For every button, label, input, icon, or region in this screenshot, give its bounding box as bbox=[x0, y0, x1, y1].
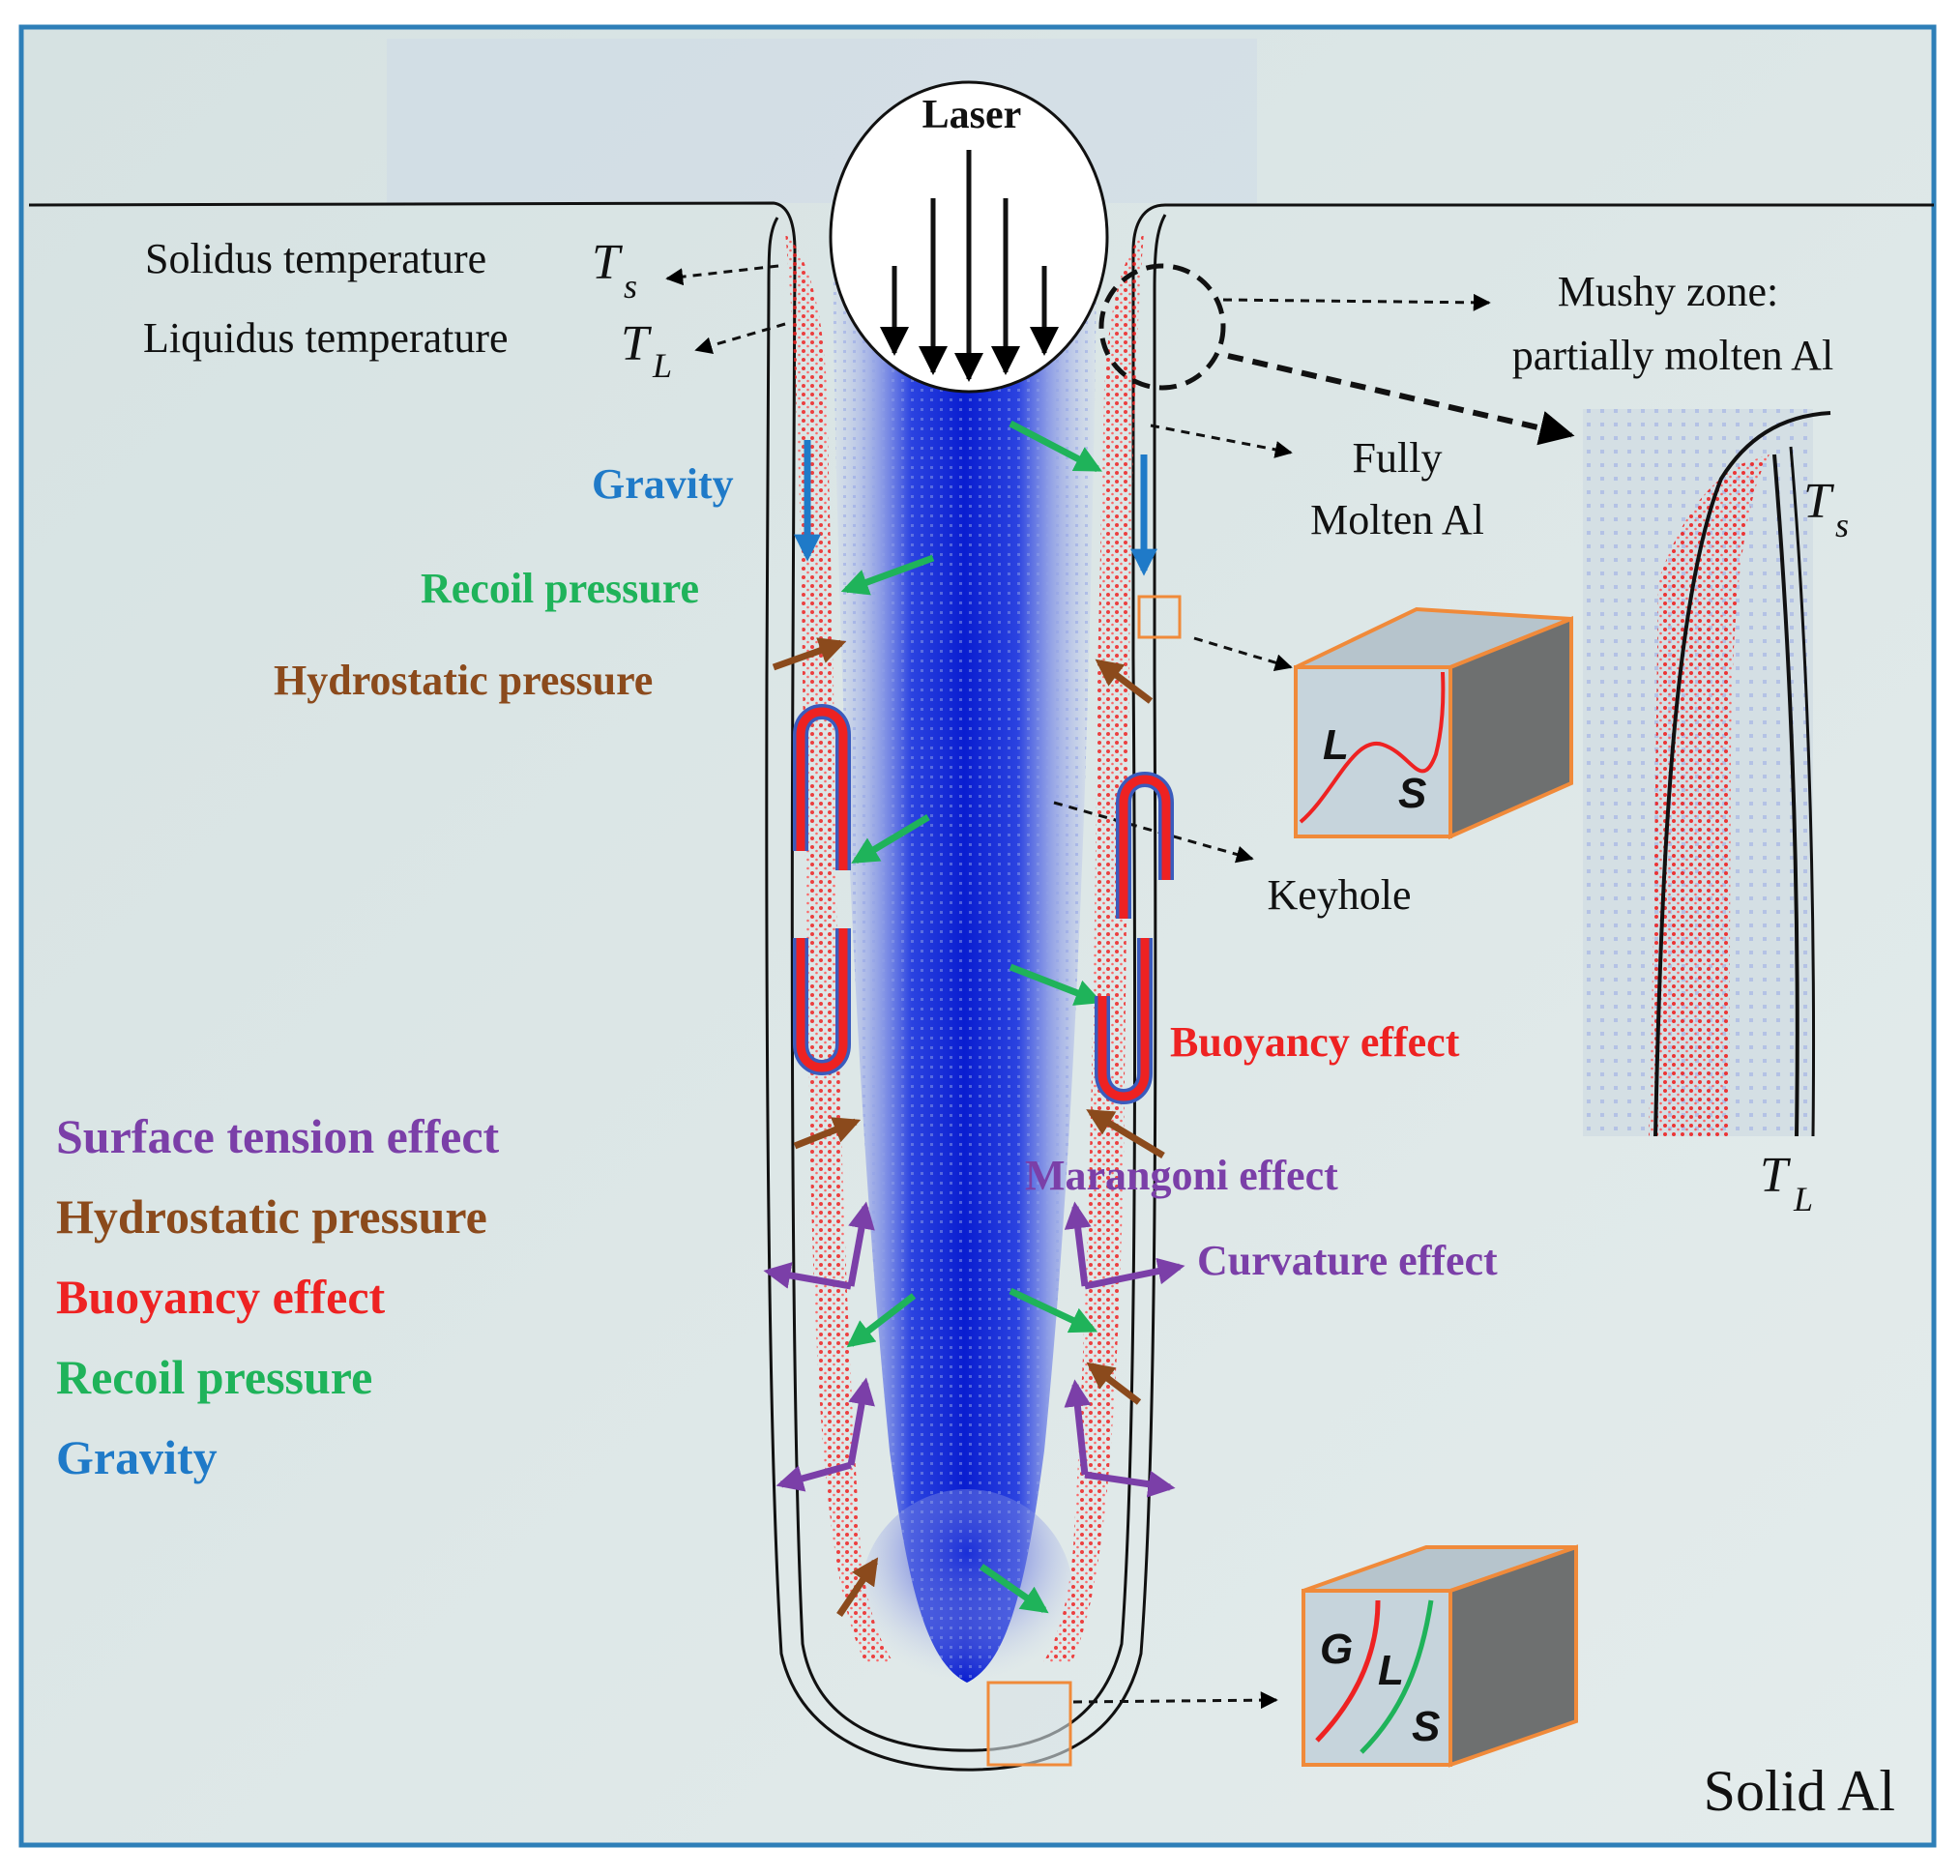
inset-zoom-arrow bbox=[1227, 353, 1575, 446]
legend-item: Recoil pressure bbox=[56, 1350, 372, 1404]
inset-tl-symbol: T bbox=[1760, 1148, 1791, 1203]
solid-al-label: Solid Al bbox=[1704, 1759, 1895, 1823]
laser-label: Laser bbox=[922, 93, 1022, 137]
fully-molten-line2: Molten Al bbox=[1310, 496, 1484, 543]
legend-item: Buoyancy effect bbox=[56, 1270, 386, 1324]
inset-ts-symbol: T bbox=[1803, 474, 1834, 529]
cube1-solid-label: S bbox=[1398, 770, 1426, 817]
buoyancy-label-right: Buoyancy effect bbox=[1170, 1018, 1460, 1066]
legend-item: Surface tension effect bbox=[56, 1109, 500, 1163]
keyhole-label: Keyhole bbox=[1267, 871, 1411, 919]
gravity-label-top: Gravity bbox=[592, 460, 734, 508]
inset-tl-subscript: L bbox=[1793, 1180, 1813, 1218]
vapor-haze bbox=[387, 39, 1257, 203]
fully-molten-line1: Fully bbox=[1353, 434, 1443, 482]
mushy-zone-line1: Mushy zone: bbox=[1558, 268, 1779, 315]
mushy-zone-line2: partially molten Al bbox=[1512, 332, 1833, 379]
right-mushy-zone bbox=[1042, 232, 1144, 1663]
cube-icon bbox=[1137, 595, 1182, 639]
legend-item: Gravity bbox=[56, 1430, 218, 1484]
recoil-label-top: Recoil pressure bbox=[421, 565, 699, 612]
liquidus-symbol: T bbox=[621, 316, 652, 371]
dashed-arrow-icon bbox=[665, 264, 1491, 1710]
cube-icon bbox=[986, 1681, 1072, 1767]
hydrostatic-label-top: Hydrostatic pressure bbox=[274, 657, 653, 704]
cube-icon bbox=[1294, 606, 1573, 840]
cube2-liquid-label: L bbox=[1378, 1647, 1404, 1694]
effects-legend: Surface tension effect Hydrostatic press… bbox=[56, 1109, 500, 1484]
mushy-zone-inset bbox=[1583, 409, 1831, 1137]
left-mushy-zone bbox=[785, 232, 894, 1663]
keyhole-boundary bbox=[28, 201, 1934, 1772]
solidus-label: Solidus temperature bbox=[145, 235, 486, 282]
cube2-solid-label: S bbox=[1412, 1703, 1440, 1750]
flow-loop-icon bbox=[793, 704, 1174, 1104]
cube-icon bbox=[1302, 1544, 1578, 1768]
cube2-gas-label: G bbox=[1320, 1626, 1353, 1673]
curvature-label: Curvature effect bbox=[1197, 1237, 1498, 1284]
keyhole-velocity-field bbox=[832, 213, 1097, 1683]
legend-item: Hydrostatic pressure bbox=[56, 1189, 487, 1244]
solidus-symbol: T bbox=[592, 235, 623, 290]
force-arrow-icon bbox=[772, 637, 1165, 1617]
solidus-subscript: s bbox=[624, 267, 637, 306]
liquidus-subscript: L bbox=[652, 346, 672, 385]
inset-ts-subscript: s bbox=[1835, 506, 1849, 544]
marangoni-label: Marangoni effect bbox=[1025, 1152, 1338, 1199]
liquidus-label: Liquidus temperature bbox=[143, 314, 509, 362]
laser-beam-icon bbox=[829, 80, 1109, 394]
dashed-circle-icon bbox=[1098, 263, 1226, 391]
cube1-liquid-label: L bbox=[1323, 721, 1349, 769]
force-arrow-icon bbox=[840, 420, 1103, 1614]
force-arrow-icon bbox=[763, 1201, 1185, 1498]
